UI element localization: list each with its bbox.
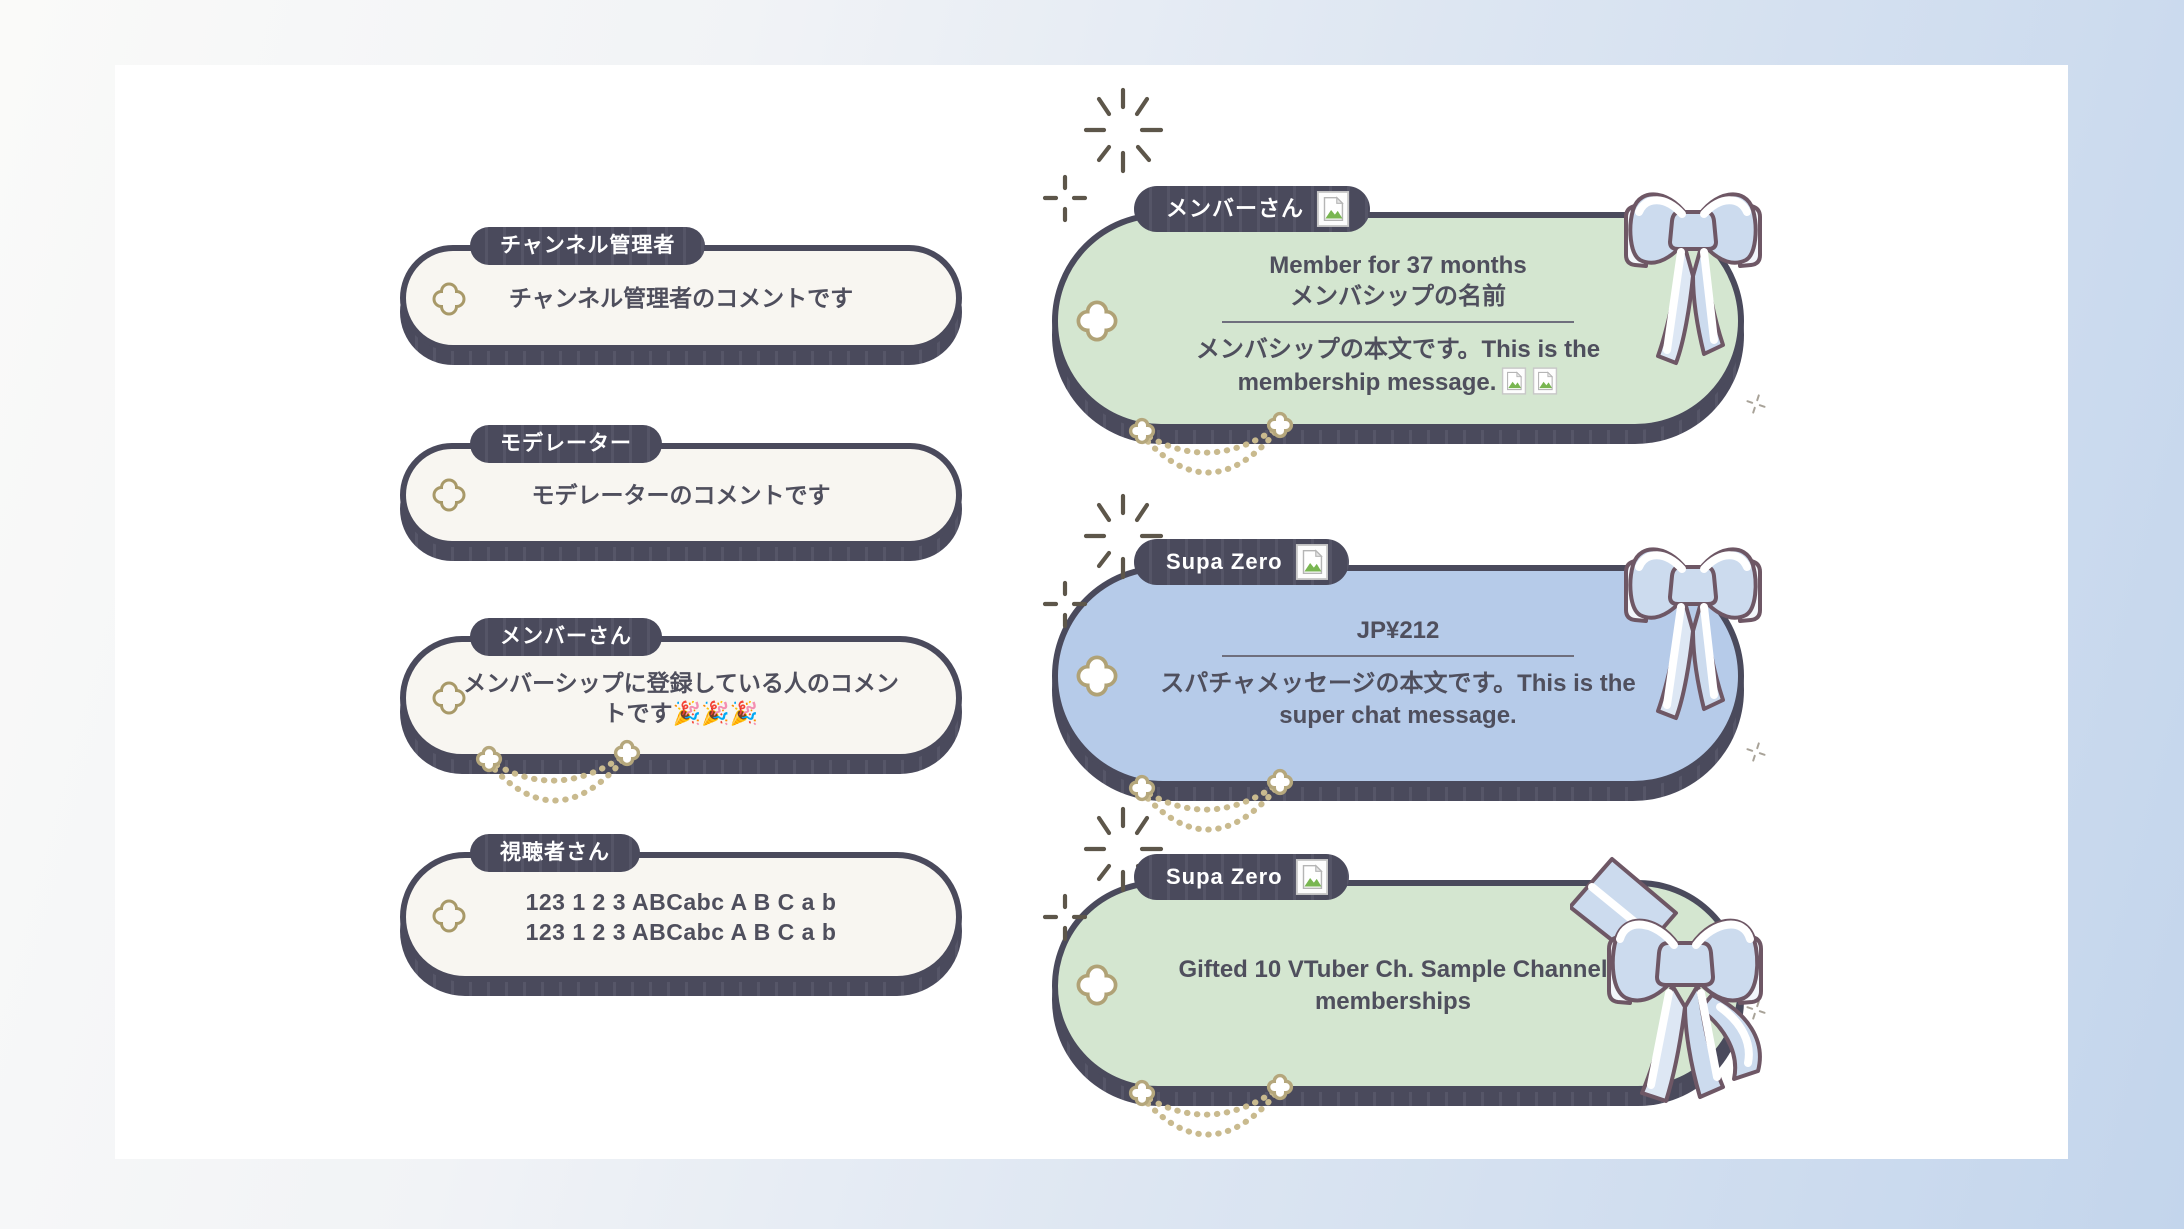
badge-gift: Supa Zero: [1134, 854, 1349, 900]
tiny-sparkle-icon: [1746, 394, 1766, 414]
badge-channel-admin: チャンネル管理者: [470, 227, 706, 265]
chat-bubble-membership: Member for 37 months メンバシップの名前 メンバシップの本文…: [1052, 186, 1762, 444]
chain-decoration-icon: [1128, 1073, 1294, 1138]
message-text: チャンネル管理者のコメントです: [508, 284, 854, 311]
clover-avatar-icon: [432, 899, 466, 933]
ribbon-bow-icon: [1624, 192, 1762, 365]
badge-label: モデレーター: [500, 432, 632, 455]
chat-bubble-member: メンバーシップに登録している人のコメントです🎉🎉🎉 メンバーさん: [400, 618, 962, 804]
chat-bubble-moderator: モデレーターのコメントです モデレーター: [400, 425, 962, 561]
broken-image-icon: [1532, 366, 1558, 396]
chat-bubble-superchat: JP¥212 スパチャメッセージの本文です。This is the super …: [1052, 539, 1762, 801]
clover-avatar-icon: [432, 282, 466, 316]
badge-membership: メンバーさん: [1134, 186, 1371, 232]
membership-duration: Member for 37 months: [1269, 252, 1527, 279]
broken-image-icon: [1501, 366, 1527, 396]
badge-superchat: Supa Zero: [1134, 539, 1349, 585]
message-text: メンバーシップに登録している人のコメントです🎉🎉🎉: [463, 669, 899, 726]
badge-label: Supa Zero: [1166, 549, 1283, 574]
chat-bubble-viewer: 123 1 2 3 ABCabc A B C a b 123 1 2 3 ABC…: [400, 834, 962, 996]
message-text: モデレーターのコメントです: [531, 481, 831, 508]
badge-label: Supa Zero: [1166, 864, 1283, 889]
clover-avatar-icon: [432, 478, 466, 512]
broken-image-icon: [1295, 544, 1328, 580]
bubble-body: メンバーシップに登録している人のコメントです🎉🎉🎉: [400, 636, 962, 760]
chain-decoration-icon: [1128, 768, 1294, 833]
membership-body: メンバシップの本文です。This is the membership messa…: [1195, 336, 1601, 397]
chain-decoration-icon: [1128, 411, 1294, 476]
badge-label: メンバーさん: [1166, 196, 1305, 221]
chain-decoration-icon: [475, 739, 641, 804]
badge-label: 視聴者さん: [500, 841, 610, 864]
gift-body: Gifted 10 VTuber Ch. Sample Channel memb…: [1178, 956, 1608, 1015]
badge-member: メンバーさん: [470, 618, 662, 656]
broken-image-icon: [1316, 191, 1350, 227]
clover-avatar-icon: [1076, 964, 1118, 1006]
membership-name: メンバシップの名前: [1290, 283, 1506, 311]
tiny-sparkle-icon: [1746, 742, 1766, 762]
ribbon-bow-icon: [1624, 547, 1762, 720]
superchat-amount: JP¥212: [1356, 617, 1440, 644]
bubble-body: 123 1 2 3 ABCabc A B C a b 123 1 2 3 ABC…: [400, 852, 962, 982]
clover-avatar-icon: [1076, 300, 1118, 342]
badge-label: チャンネル管理者: [500, 234, 676, 257]
badge-viewer: 視聴者さん: [470, 834, 640, 872]
message-line-2: 123 1 2 3 ABCabc A B C a b: [525, 919, 837, 945]
chat-bubble-channel-admin: チャンネル管理者のコメントです チャンネル管理者: [400, 227, 962, 365]
sparkle-burst-icon: [1042, 87, 1164, 223]
chat-bubble-gift: Gifted 10 VTuber Ch. Sample Channel memb…: [1052, 854, 1763, 1106]
tiny-sparkle-icon: [1746, 1000, 1766, 1020]
badge-moderator: モデレーター: [470, 425, 662, 463]
divider: [1222, 655, 1574, 658]
superchat-body: スパチャメッセージの本文です。This is the super chat me…: [1160, 670, 1636, 729]
badge-label: メンバーさん: [500, 625, 632, 648]
clover-avatar-icon: [1076, 655, 1118, 697]
message-line-1: 123 1 2 3 ABCabc A B C a b: [525, 888, 837, 915]
clover-avatar-icon: [432, 681, 466, 715]
gift-ribbon-bow-icon: [1570, 857, 1763, 1103]
divider: [1222, 321, 1574, 324]
message-text: 123 1 2 3 ABCabc A B C a b 123 1 2 3 ABC…: [526, 887, 837, 948]
broken-image-icon: [1295, 859, 1328, 895]
